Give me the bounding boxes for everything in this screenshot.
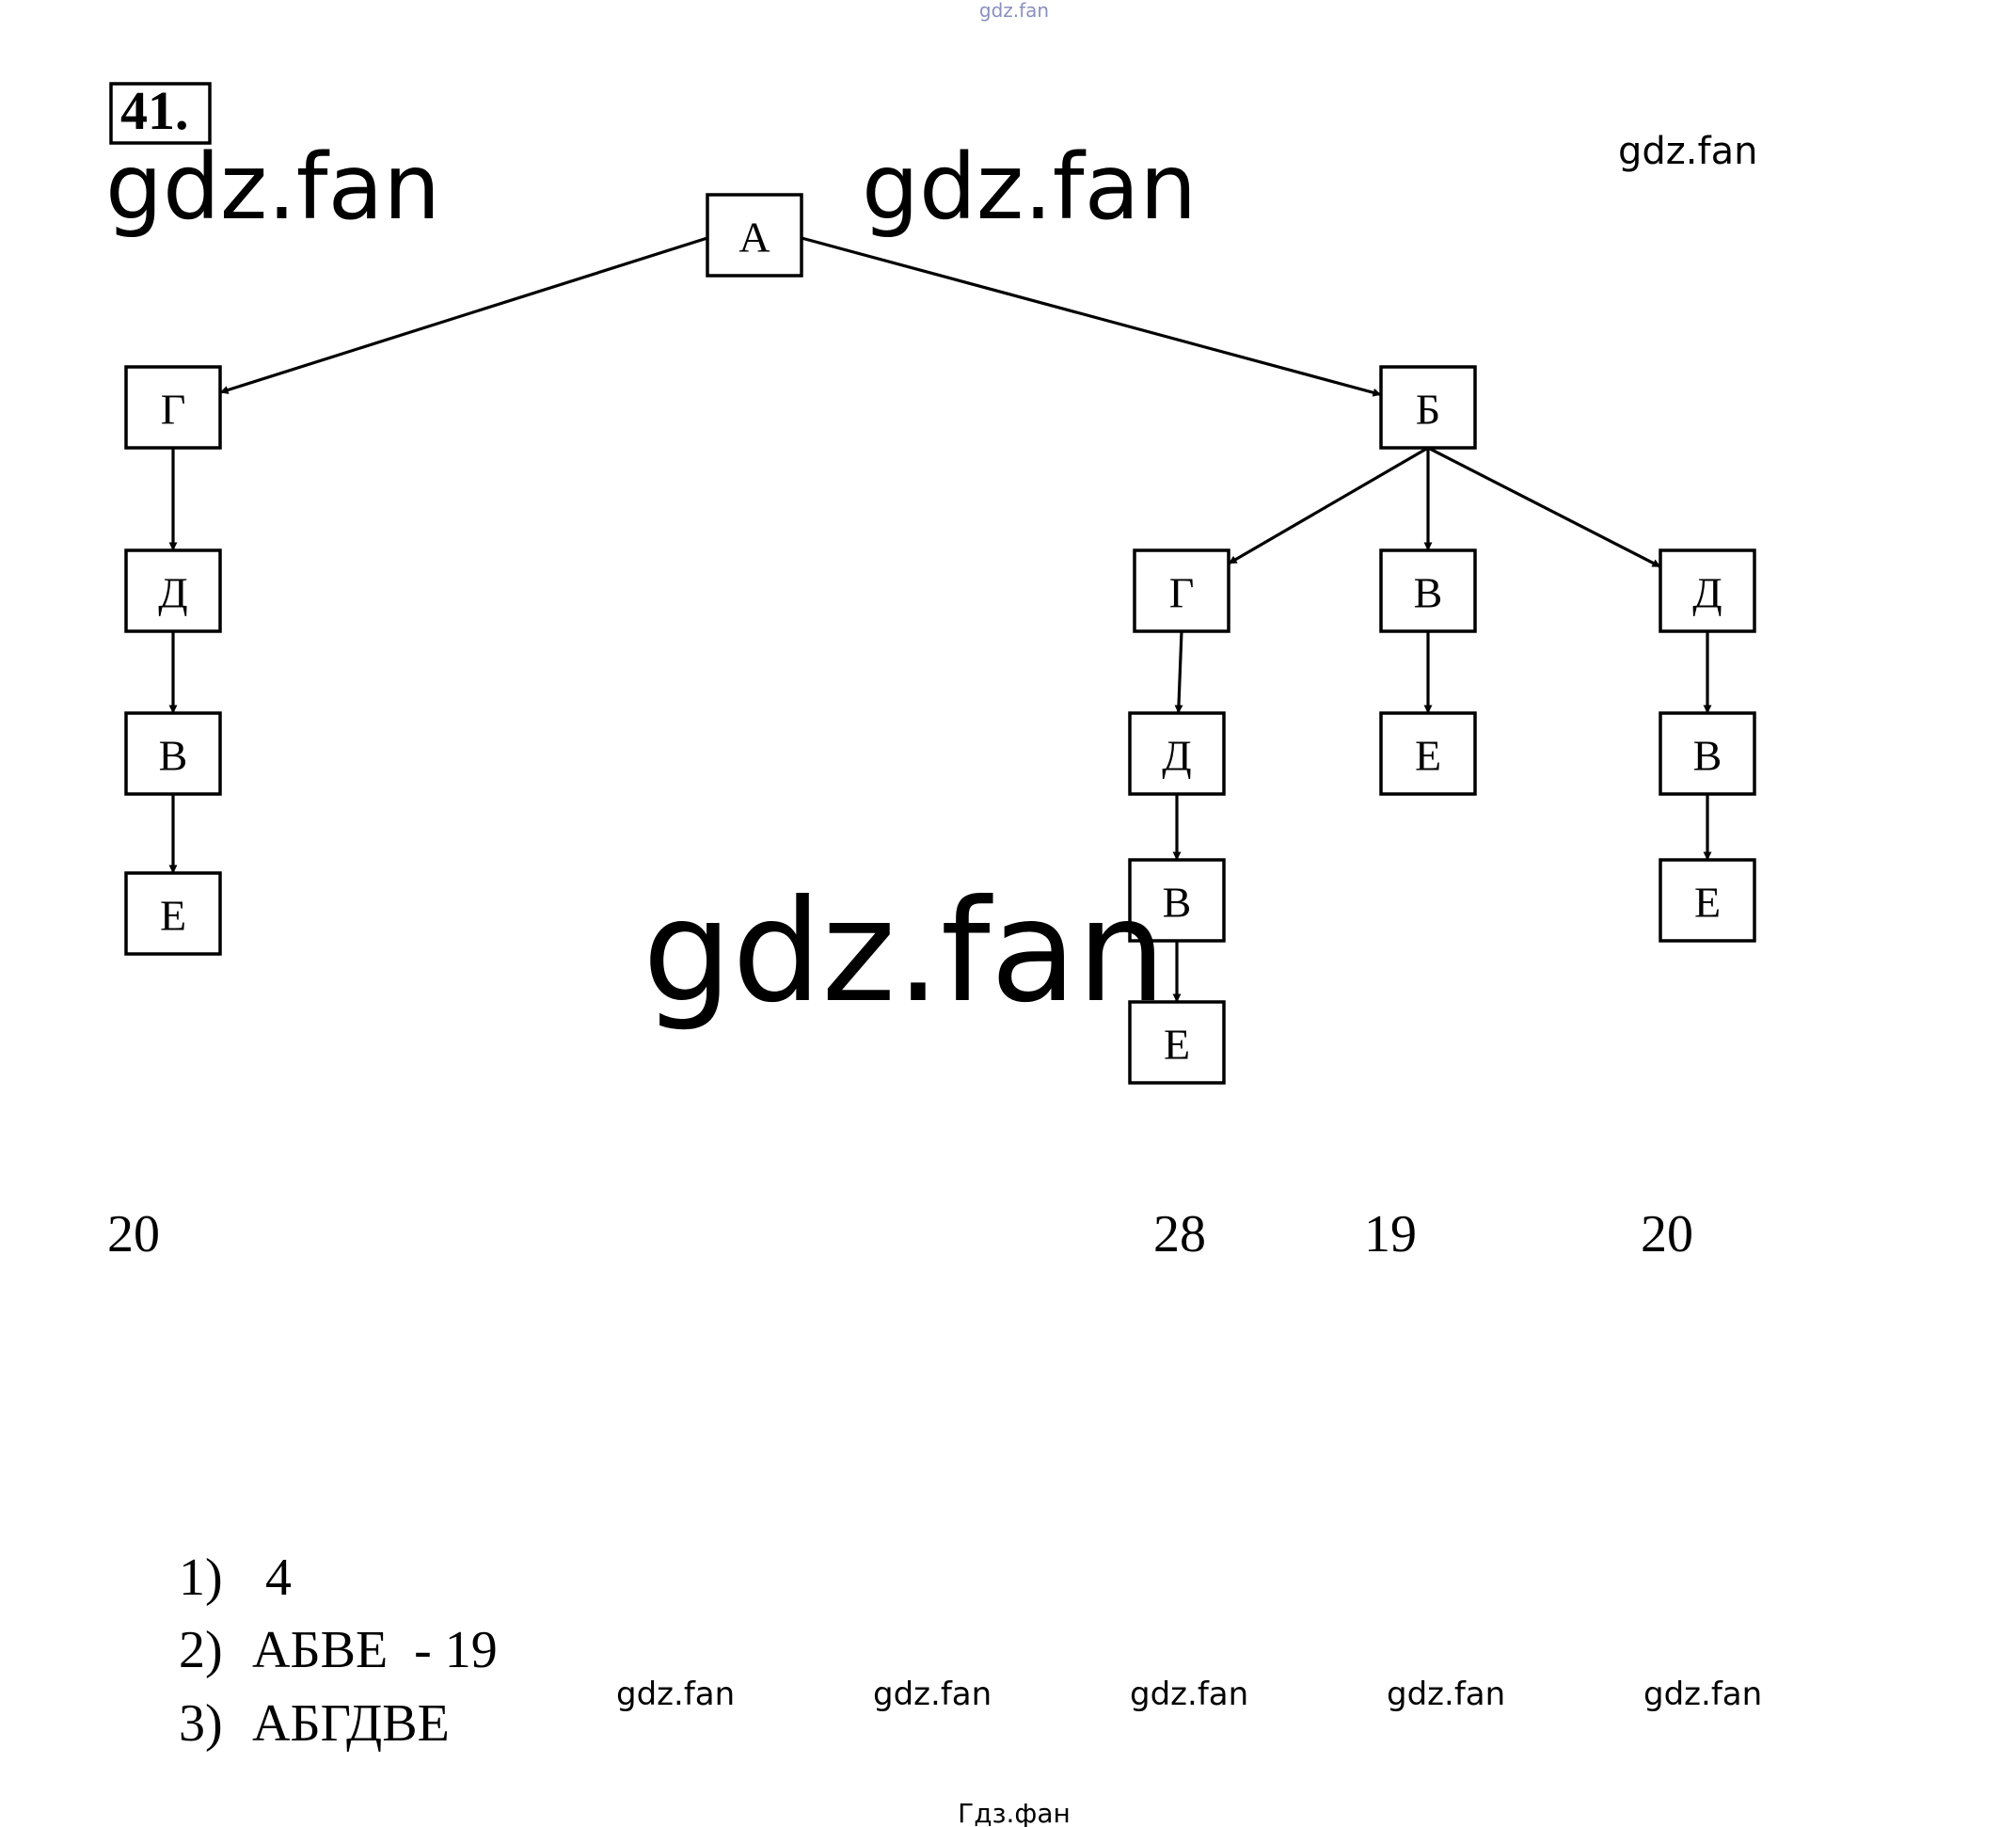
watermark-row-2: gdz.fan <box>873 1676 992 1713</box>
node-label: Г <box>161 386 186 434</box>
node-label: А <box>738 214 770 262</box>
node-label: Е <box>1694 879 1721 927</box>
node-label: Д <box>1162 732 1191 780</box>
node-box <box>1128 711 1226 796</box>
watermark-row-1: gdz.fan <box>616 1676 735 1713</box>
node-V4: В <box>1659 711 1756 796</box>
node-E1: Е <box>124 871 222 956</box>
node-V3: В <box>1379 548 1477 633</box>
watermark-row-5: gdz.fan <box>1643 1676 1762 1713</box>
node-box <box>706 193 803 278</box>
node-A: А <box>706 193 803 278</box>
node-V1: В <box>124 711 222 796</box>
edge-A-G1 <box>219 236 708 394</box>
tree-nodes: А Г Д В Е Б Г Д В Е В Е Д В Е <box>124 193 1756 1085</box>
node-D1: Д <box>124 548 222 633</box>
node-E4: Е <box>1659 858 1756 943</box>
answer-1-num: 1) <box>179 1549 223 1607</box>
node-G1: Г <box>124 365 222 450</box>
problem-number: 41. <box>109 80 212 145</box>
node-box <box>1133 548 1230 633</box>
node-label: Б <box>1416 386 1440 434</box>
watermark-huge-center: gdz.fan <box>643 870 1167 1034</box>
node-G2: Г <box>1133 548 1230 633</box>
footer-watermark: Гдз.фан <box>958 1798 1071 1827</box>
node-label: Е <box>160 892 186 940</box>
path-total-bv: 19 <box>1364 1205 1417 1263</box>
node-box <box>1659 711 1756 796</box>
answer-3-num: 3) <box>179 1694 223 1753</box>
edge-B-G2 <box>1228 446 1429 565</box>
node-E2: Е <box>1128 1000 1226 1085</box>
node-box <box>124 711 222 796</box>
answer-3-text: АБГДВЕ <box>252 1694 450 1753</box>
node-box <box>1379 365 1477 450</box>
node-D2: Д <box>1128 711 1226 796</box>
path-total-left: 20 <box>107 1205 160 1263</box>
node-label: В <box>159 732 188 780</box>
watermark-row-3: gdz.fan <box>1130 1676 1248 1713</box>
node-box <box>1659 858 1756 943</box>
watermark-large-left: gdz.fan <box>105 135 440 240</box>
node-E3: Е <box>1379 711 1477 796</box>
answer-1-text: 4 <box>265 1549 292 1607</box>
node-box <box>1128 858 1226 943</box>
node-box <box>1379 711 1477 796</box>
path-total-bg: 28 <box>1153 1205 1206 1263</box>
node-B: Б <box>1379 365 1477 450</box>
node-label: В <box>1414 569 1443 617</box>
answer-2-text: АБВЕ - 19 <box>252 1621 498 1679</box>
node-box <box>124 548 222 633</box>
node-box <box>124 871 222 956</box>
node-label: В <box>1693 732 1722 780</box>
watermark-row: gdz.fan gdz.fan gdz.fan gdz.fan gdz.fan <box>616 1676 1762 1713</box>
watermark-large-center: gdz.fan <box>862 135 1197 240</box>
node-label: Д <box>158 569 187 617</box>
watermark-small-right: gdz.fan <box>1618 130 1757 173</box>
node-box <box>1659 548 1756 633</box>
node-label: Д <box>1692 569 1722 617</box>
watermark-top: gdz.fan <box>979 0 1049 22</box>
node-V2: В <box>1128 858 1226 943</box>
node-label: Г <box>1169 569 1195 617</box>
node-box <box>1379 548 1477 633</box>
path-total-bd: 20 <box>1641 1205 1693 1263</box>
answer-2-num: 2) <box>179 1621 223 1679</box>
path-totals: 20 28 19 20 <box>107 1205 1693 1263</box>
node-label: Е <box>1415 732 1441 780</box>
edge-A-B <box>801 236 1382 397</box>
node-label: Е <box>1164 1021 1190 1069</box>
edge-G2-D2 <box>1174 630 1183 714</box>
answers-list: 1) 4 2) АБВЕ - 19 3) АБГДВЕ <box>179 1549 498 1753</box>
edge-B-D3 <box>1427 446 1661 568</box>
node-box <box>124 365 222 450</box>
node-label: В <box>1163 879 1192 927</box>
node-D3: Д <box>1659 548 1756 633</box>
tree-edges <box>168 236 1712 1003</box>
watermark-row-4: gdz.fan <box>1387 1676 1505 1713</box>
problem-number-text: 41. <box>120 80 189 141</box>
node-box <box>1128 1000 1226 1085</box>
